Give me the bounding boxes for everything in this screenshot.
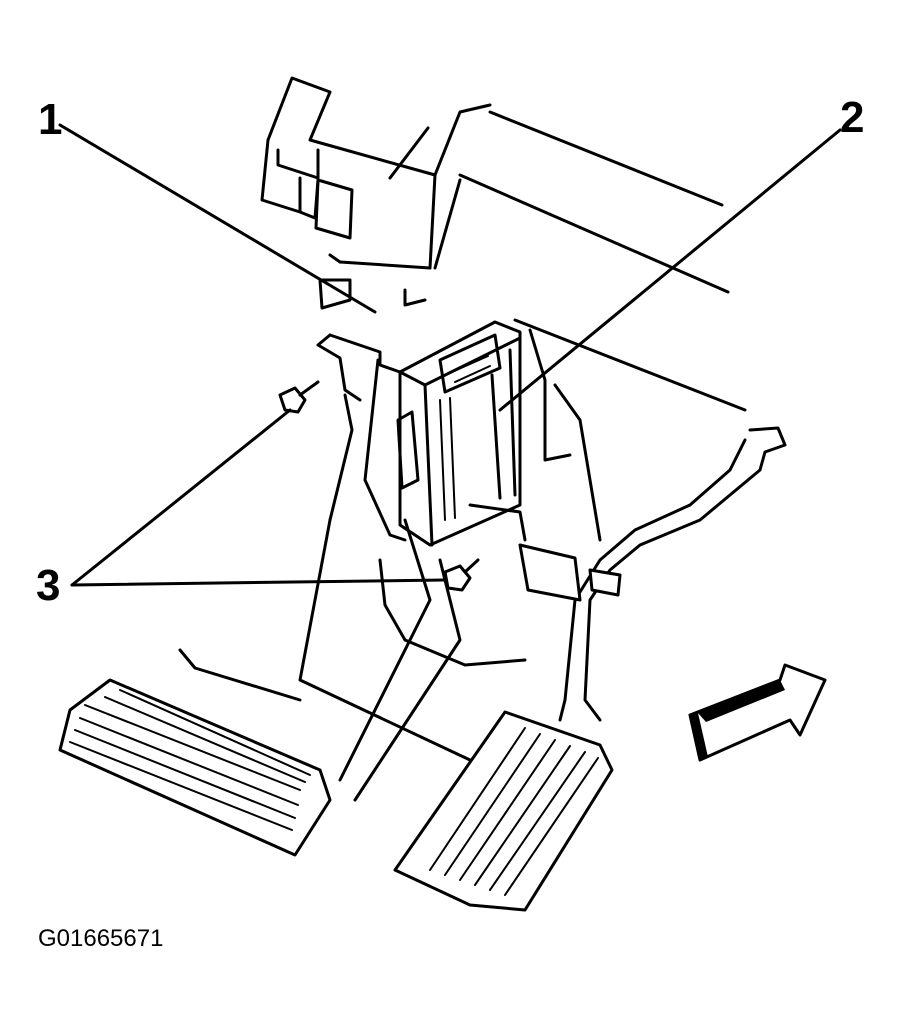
dashboard-structure bbox=[260, 76, 747, 412]
callout-1: 1 bbox=[38, 95, 62, 144]
brake-pedal bbox=[58, 518, 462, 857]
callout-3: 3 bbox=[36, 561, 60, 610]
bolt-left bbox=[278, 380, 320, 414]
accelerator-pedal bbox=[393, 426, 787, 912]
leader-line-3b bbox=[70, 578, 447, 587]
front-direction-arrow-icon bbox=[688, 663, 827, 762]
control-module bbox=[396, 320, 522, 547]
mounting-bracket bbox=[298, 328, 602, 762]
leader-lines bbox=[58, 123, 842, 587]
figure-id: G01665671 bbox=[38, 925, 163, 952]
bolt-lower bbox=[443, 558, 480, 592]
callout-2: 2 bbox=[840, 93, 864, 142]
leader-line-1 bbox=[58, 123, 377, 314]
leader-line-2 bbox=[498, 128, 842, 412]
leader-line-3a bbox=[70, 408, 292, 587]
